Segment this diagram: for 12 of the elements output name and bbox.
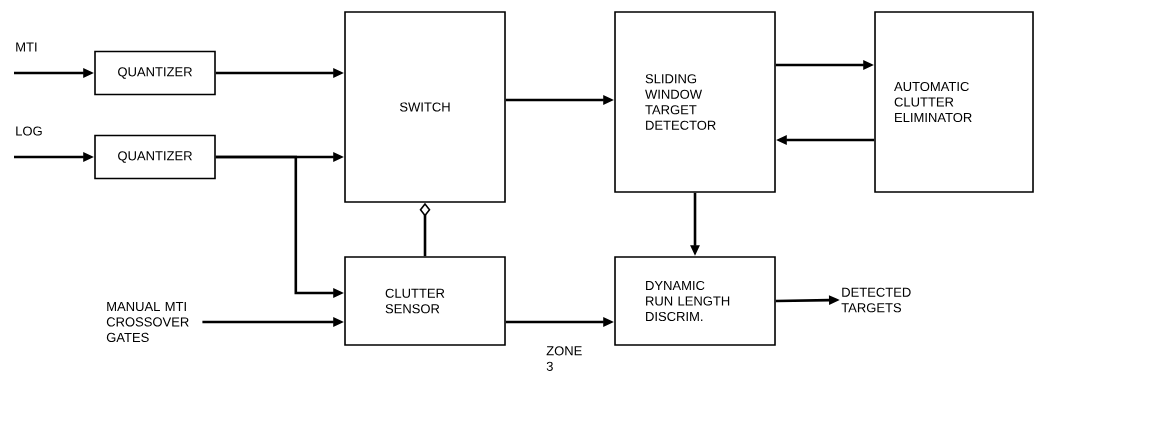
signal-label: DETECTED TARGETS: [841, 287, 911, 313]
process-box: QUANTIZER: [94, 134, 216, 180]
process-box: QUANTIZER: [94, 50, 216, 96]
process-box: SLIDING WINDOW TARGET DETECTOR: [614, 11, 776, 193]
process-box: SWITCH: [344, 11, 506, 203]
signal-label: MTI: [16, 42, 37, 52]
process-box: CLUTTER SENSOR: [344, 256, 506, 346]
process-box: AUTOMATIC CLUTTER ELIMINATOR: [874, 11, 1034, 193]
signal-label: MANUAL MTI CROSSOVER GATES: [106, 301, 189, 343]
process-box: DYNAMIC RUN LENGTH DISCRIM.: [614, 256, 776, 346]
edge-label: ZONE 3: [545, 345, 590, 372]
signal-label: LOG: [16, 126, 42, 136]
